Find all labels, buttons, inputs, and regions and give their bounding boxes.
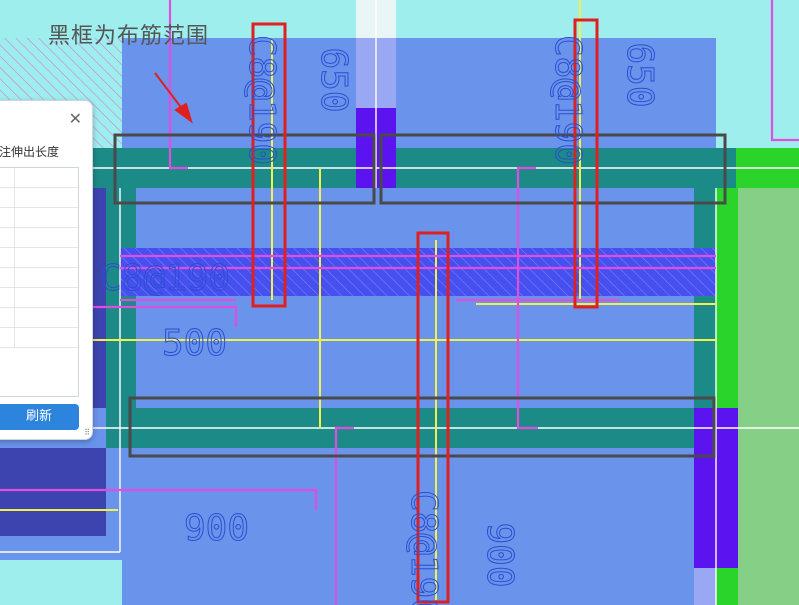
dim-length-top-right: 650 bbox=[619, 42, 660, 107]
annotation-note: 黑框为布筋范围 bbox=[48, 24, 210, 49]
column-right-light bbox=[694, 568, 716, 605]
table-row[interactable] bbox=[0, 228, 78, 248]
settings-dialog: ✕ 注伸出长度 刷新 ⠿ bbox=[0, 100, 93, 440]
beam-right bbox=[694, 148, 716, 448]
extension-length-table[interactable] bbox=[0, 167, 79, 397]
range-box-bottom bbox=[128, 396, 716, 458]
slab-inner bbox=[136, 188, 694, 408]
range-box-top-right bbox=[379, 133, 727, 205]
table-row[interactable] bbox=[0, 308, 78, 328]
table-row[interactable] bbox=[0, 328, 78, 348]
dim-spacing-top-right: C8@190 bbox=[547, 35, 588, 165]
arrow-icon bbox=[154, 72, 193, 124]
red-box-center bbox=[416, 231, 450, 604]
green-area-right bbox=[738, 188, 799, 605]
resize-grip-icon[interactable]: ⠿ bbox=[84, 428, 90, 437]
table-row[interactable] bbox=[0, 208, 78, 228]
close-icon[interactable]: ✕ bbox=[68, 109, 82, 128]
refresh-button[interactable]: 刷新 bbox=[0, 404, 79, 430]
red-box-right bbox=[573, 18, 599, 309]
table-row[interactable] bbox=[0, 168, 78, 188]
range-box-top-left bbox=[113, 133, 376, 205]
dim-spacing-bottom: C8@190 bbox=[403, 490, 444, 605]
table-row[interactable] bbox=[0, 268, 78, 288]
table-row[interactable] bbox=[0, 288, 78, 308]
dim-spacing-top-left: C8@190 bbox=[241, 35, 282, 165]
red-box-left bbox=[251, 22, 287, 308]
dim-length-bottom-right: 900 bbox=[479, 522, 520, 587]
column-left-lower bbox=[0, 448, 106, 536]
table-row[interactable] bbox=[0, 248, 78, 268]
dim-length-bottom-left: 900 bbox=[184, 508, 249, 549]
dim-length-top-left: 650 bbox=[313, 47, 354, 112]
dim-spacing-mid: C8@190 bbox=[100, 258, 230, 299]
extension-length-header: 注伸出长度 bbox=[0, 145, 60, 159]
rebar-range-boxes bbox=[113, 133, 727, 458]
dim-length-mid: 500 bbox=[162, 323, 227, 364]
table-row[interactable] bbox=[0, 188, 78, 208]
highlight-boxes bbox=[251, 18, 599, 604]
